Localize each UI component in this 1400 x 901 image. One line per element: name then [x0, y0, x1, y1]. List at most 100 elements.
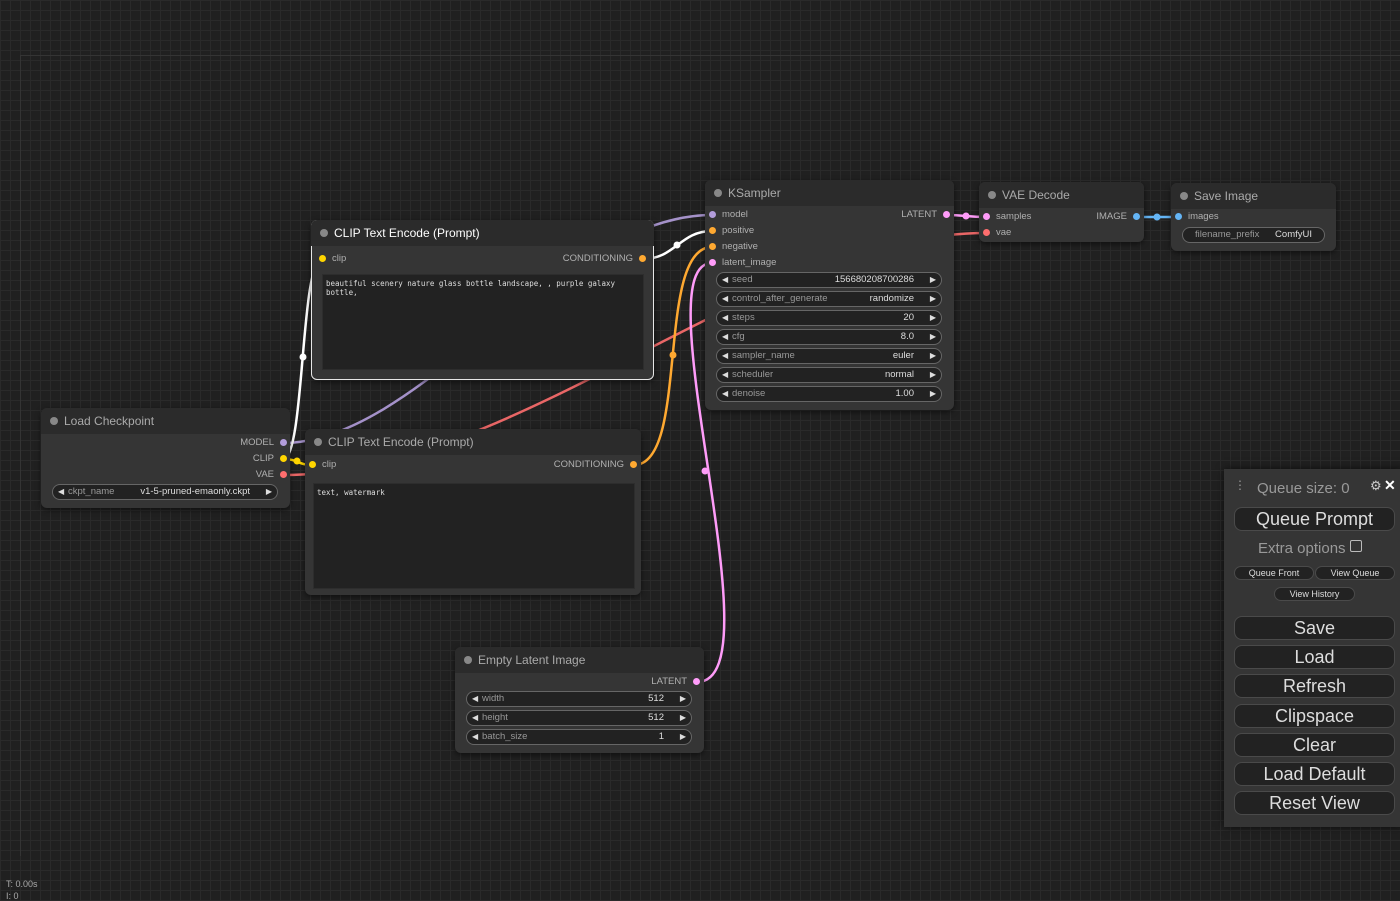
collapse-dot-icon[interactable] — [314, 438, 322, 446]
clip-positive-text-input[interactable]: beautiful scenery nature glass bottle la… — [322, 274, 644, 370]
arrow-right-icon[interactable]: ▶ — [929, 294, 936, 303]
denoise-widget[interactable]: ◀ denoise 1.00 ▶ — [716, 386, 942, 402]
clip-positive-output-conditioning[interactable]: CONDITIONING — [563, 253, 646, 265]
save-image-node[interactable]: Save Image images filename_prefix ComfyU… — [1171, 183, 1336, 251]
arrow-left-icon[interactable]: ◀ — [472, 713, 479, 722]
collapse-dot-icon[interactable] — [988, 191, 996, 199]
arrow-left-icon[interactable]: ◀ — [472, 694, 479, 703]
extra-options-label: Extra options — [1258, 540, 1346, 557]
arrow-right-icon[interactable]: ▶ — [679, 694, 686, 703]
arrow-right-icon[interactable]: ▶ — [679, 732, 686, 741]
ksampler-input-negative[interactable]: negative — [709, 241, 758, 253]
arrow-left-icon[interactable]: ◀ — [722, 313, 729, 322]
ksampler-output-latent[interactable]: LATENT — [901, 209, 950, 221]
widget-value: 1 — [658, 731, 664, 742]
clip-negative-input-clip[interactable]: clip — [309, 459, 336, 471]
arrow-left-icon[interactable]: ◀ — [58, 487, 65, 496]
save-image-title[interactable]: Save Image — [1171, 183, 1336, 209]
collapse-dot-icon[interactable] — [320, 229, 328, 237]
vae-decode-node[interactable]: VAE Decode samples vae IMAGE — [979, 182, 1144, 242]
cfg-widget[interactable]: ◀ cfg 8.0 ▶ — [716, 329, 942, 345]
reset-view-button[interactable]: Reset View — [1234, 791, 1395, 815]
vae-decode-title[interactable]: VAE Decode — [979, 182, 1144, 208]
steps-widget[interactable]: ◀ steps 20 ▶ — [716, 310, 942, 326]
view-history-button[interactable]: View History — [1274, 587, 1355, 601]
arrow-right-icon[interactable]: ▶ — [929, 351, 936, 360]
save-button[interactable]: Save — [1234, 616, 1395, 640]
checkpoint-output-clip[interactable]: CLIP — [253, 453, 287, 465]
checkpoint-output-model[interactable]: MODEL — [240, 437, 287, 449]
arrow-right-icon[interactable]: ▶ — [929, 389, 936, 398]
extra-options-checkbox[interactable] — [1349, 540, 1362, 552]
width-widget[interactable]: ◀ width 512 ▶ — [466, 691, 692, 707]
batch-size-widget[interactable]: ◀ batch_size 1 ▶ — [466, 729, 692, 745]
clip-negative-output-conditioning[interactable]: CONDITIONING — [554, 459, 637, 471]
empty-latent-output-latent[interactable]: LATENT — [651, 676, 700, 688]
clip-text-encode-negative-node[interactable]: CLIP Text Encode (Prompt) clip CONDITION… — [305, 429, 641, 595]
drag-handle-icon[interactable]: ⋮ — [1234, 478, 1246, 492]
widget-name: control_after_generate — [732, 293, 828, 304]
scheduler-widget[interactable]: ◀ scheduler normal ▶ — [716, 367, 942, 383]
clip-positive-input-clip[interactable]: clip — [319, 253, 346, 265]
clear-button[interactable]: Clear — [1234, 733, 1395, 757]
close-icon[interactable]: ✕ — [1384, 477, 1396, 493]
filename-prefix-input[interactable]: filename_prefix ComfyUI — [1182, 227, 1325, 243]
gear-icon[interactable]: ⚙ — [1370, 478, 1382, 493]
arrow-right-icon[interactable]: ▶ — [265, 487, 272, 496]
queue-prompt-button[interactable]: Queue Prompt — [1234, 507, 1395, 531]
load-checkpoint-title[interactable]: Load Checkpoint — [41, 408, 290, 434]
view-queue-button[interactable]: View Queue — [1315, 566, 1395, 580]
slot-label: images — [1188, 211, 1219, 222]
empty-latent-image-node[interactable]: Empty Latent Image LATENT ◀ width 512 ▶ … — [455, 647, 704, 753]
collapse-dot-icon[interactable] — [464, 656, 472, 664]
load-checkpoint-node[interactable]: Load Checkpoint MODEL CLIP VAE ◀ ckpt_na… — [41, 408, 290, 508]
widget-value: randomize — [869, 293, 914, 304]
slot-label: samples — [996, 211, 1032, 222]
ksampler-input-latent-image[interactable]: latent_image — [709, 257, 776, 269]
clip-negative-text-input[interactable]: text, watermark — [313, 483, 635, 589]
collapse-dot-icon[interactable] — [50, 417, 58, 425]
arrow-left-icon[interactable]: ◀ — [722, 332, 729, 341]
ksampler-input-positive[interactable]: positive — [709, 225, 754, 237]
save-image-input-images[interactable]: images — [1175, 211, 1219, 223]
arrow-left-icon[interactable]: ◀ — [472, 732, 479, 741]
arrow-right-icon[interactable]: ▶ — [679, 713, 686, 722]
arrow-left-icon[interactable]: ◀ — [722, 275, 729, 284]
ksampler-title[interactable]: KSampler — [705, 180, 954, 206]
seed-widget[interactable]: ◀ seed 156680208700286 ▶ — [716, 272, 942, 288]
slot-label: CONDITIONING — [562, 253, 633, 264]
clip-negative-title-text: CLIP Text Encode (Prompt) — [328, 435, 474, 449]
sampler-name-widget[interactable]: ◀ sampler_name euler ▶ — [716, 348, 942, 364]
height-widget[interactable]: ◀ height 512 ▶ — [466, 710, 692, 726]
vae-decode-input-vae[interactable]: vae — [983, 227, 1011, 239]
checkpoint-output-vae[interactable]: VAE — [256, 469, 287, 481]
extra-options-toggle[interactable]: Extra options — [1258, 540, 1362, 557]
ckpt-name-combo[interactable]: ◀ ckpt_name v1-5-pruned-emaonly.ckpt ▶ — [52, 484, 278, 500]
arrow-right-icon[interactable]: ▶ — [929, 332, 936, 341]
arrow-right-icon[interactable]: ▶ — [929, 275, 936, 284]
queue-front-button[interactable]: Queue Front — [1234, 566, 1314, 580]
load-default-button[interactable]: Load Default — [1234, 762, 1395, 786]
arrow-right-icon[interactable]: ▶ — [929, 313, 936, 322]
arrow-left-icon[interactable]: ◀ — [722, 294, 729, 303]
ksampler-input-model[interactable]: model — [709, 209, 748, 221]
clip-positive-title[interactable]: CLIP Text Encode (Prompt) — [311, 220, 654, 246]
collapse-dot-icon[interactable] — [1180, 192, 1188, 200]
collapse-dot-icon[interactable] — [714, 189, 722, 197]
clip-text-encode-positive-node[interactable]: CLIP Text Encode (Prompt) clip CONDITION… — [311, 220, 654, 380]
arrow-left-icon[interactable]: ◀ — [722, 370, 729, 379]
control-after-generate-widget[interactable]: ◀ control_after_generate randomize ▶ — [716, 291, 942, 307]
refresh-button[interactable]: Refresh — [1234, 674, 1395, 698]
vae-decode-output-image[interactable]: IMAGE — [1096, 211, 1140, 223]
ksampler-node[interactable]: KSampler model positive negative latent_… — [705, 180, 954, 410]
empty-latent-title[interactable]: Empty Latent Image — [455, 647, 704, 673]
load-button[interactable]: Load — [1234, 645, 1395, 669]
arrow-left-icon[interactable]: ◀ — [722, 389, 729, 398]
clipspace-button[interactable]: Clipspace — [1234, 704, 1395, 728]
arrow-right-icon[interactable]: ▶ — [929, 370, 936, 379]
clip-negative-title[interactable]: CLIP Text Encode (Prompt) — [305, 429, 641, 455]
arrow-left-icon[interactable]: ◀ — [722, 351, 729, 360]
vae-decode-input-samples[interactable]: samples — [983, 211, 1031, 223]
slot-label: latent_image — [722, 257, 777, 268]
slot-label: positive — [722, 225, 755, 236]
